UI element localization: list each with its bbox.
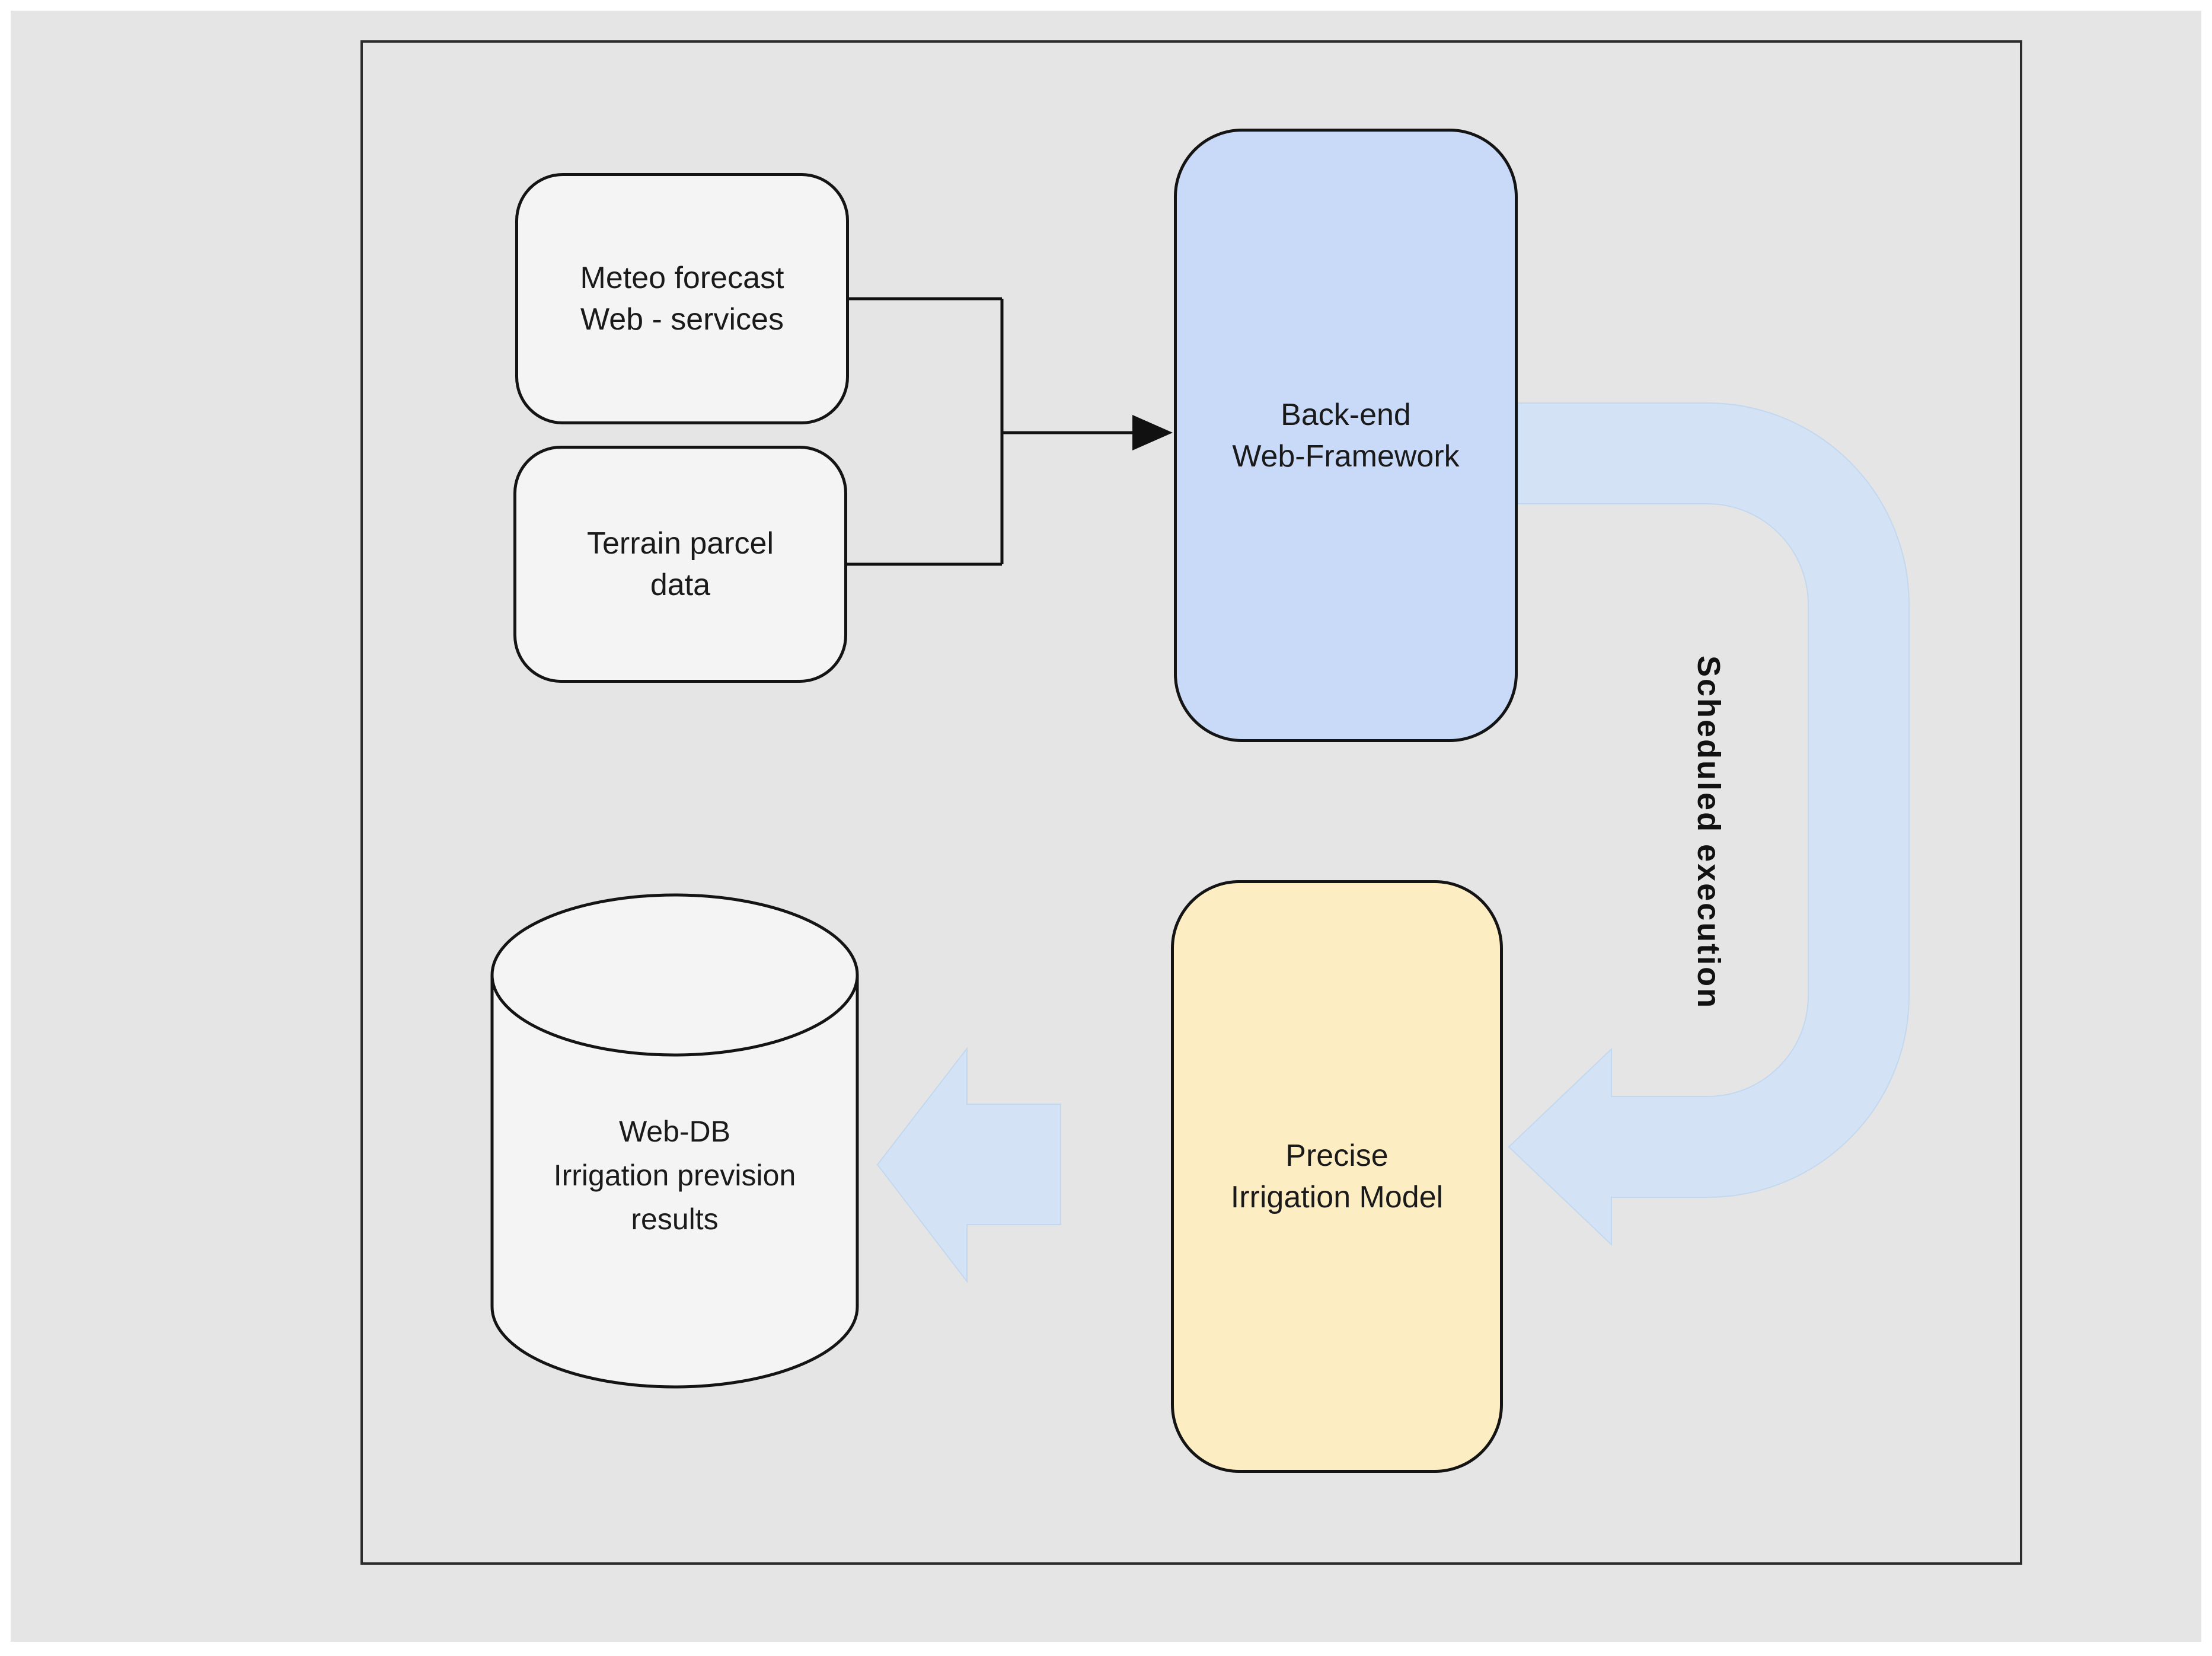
diagram-shapes-layer xyxy=(490,297,1910,1389)
node-terrain-label-line1: Terrain parcel xyxy=(586,526,774,561)
node-webdb-label: Web-DB Irrigation prevision results xyxy=(467,1110,882,1241)
node-backend-label-line1: Back-end xyxy=(1281,397,1411,432)
node-backend-web-framework: Back-end Web-Framework xyxy=(1174,129,1518,742)
node-backend-label-line2: Web-Framework xyxy=(1232,439,1460,474)
input-connector-lines xyxy=(847,297,1135,566)
scheduled-execution-text: Scheduled execution xyxy=(1691,656,1726,1010)
node-model-label-line2: Irrigation Model xyxy=(1230,1180,1444,1214)
node-webdb-label-line1: Web-DB xyxy=(618,1115,730,1148)
node-model-label-line1: Precise xyxy=(1285,1139,1389,1173)
node-terrain-parcel-data: Terrain parcel data xyxy=(513,446,847,683)
node-webdb-label-line3: results xyxy=(631,1203,719,1236)
scheduled-execution-label: Scheduled execution xyxy=(1684,637,1734,1028)
scheduled-flow-arrow xyxy=(1508,402,1910,1246)
node-meteo-forecast: Meteo forecast Web - services xyxy=(515,173,849,424)
node-terrain-label-line2: data xyxy=(650,568,711,602)
diagram-canvas: Meteo forecast Web - services Terrain pa… xyxy=(11,11,2201,1642)
diagram-frame xyxy=(360,40,2022,1565)
node-webdb-label-line2: Irrigation prevision xyxy=(553,1159,796,1192)
node-meteo-label-line1: Meteo forecast xyxy=(580,261,784,295)
input-arrowhead xyxy=(1132,415,1173,450)
database-cylinder-body xyxy=(490,975,859,1389)
results-flow-arrow xyxy=(876,1047,1061,1283)
node-precise-irrigation-model: Precise Irrigation Model xyxy=(1171,880,1503,1473)
database-cylinder-top xyxy=(490,893,859,1057)
node-meteo-label-line2: Web - services xyxy=(580,302,784,337)
